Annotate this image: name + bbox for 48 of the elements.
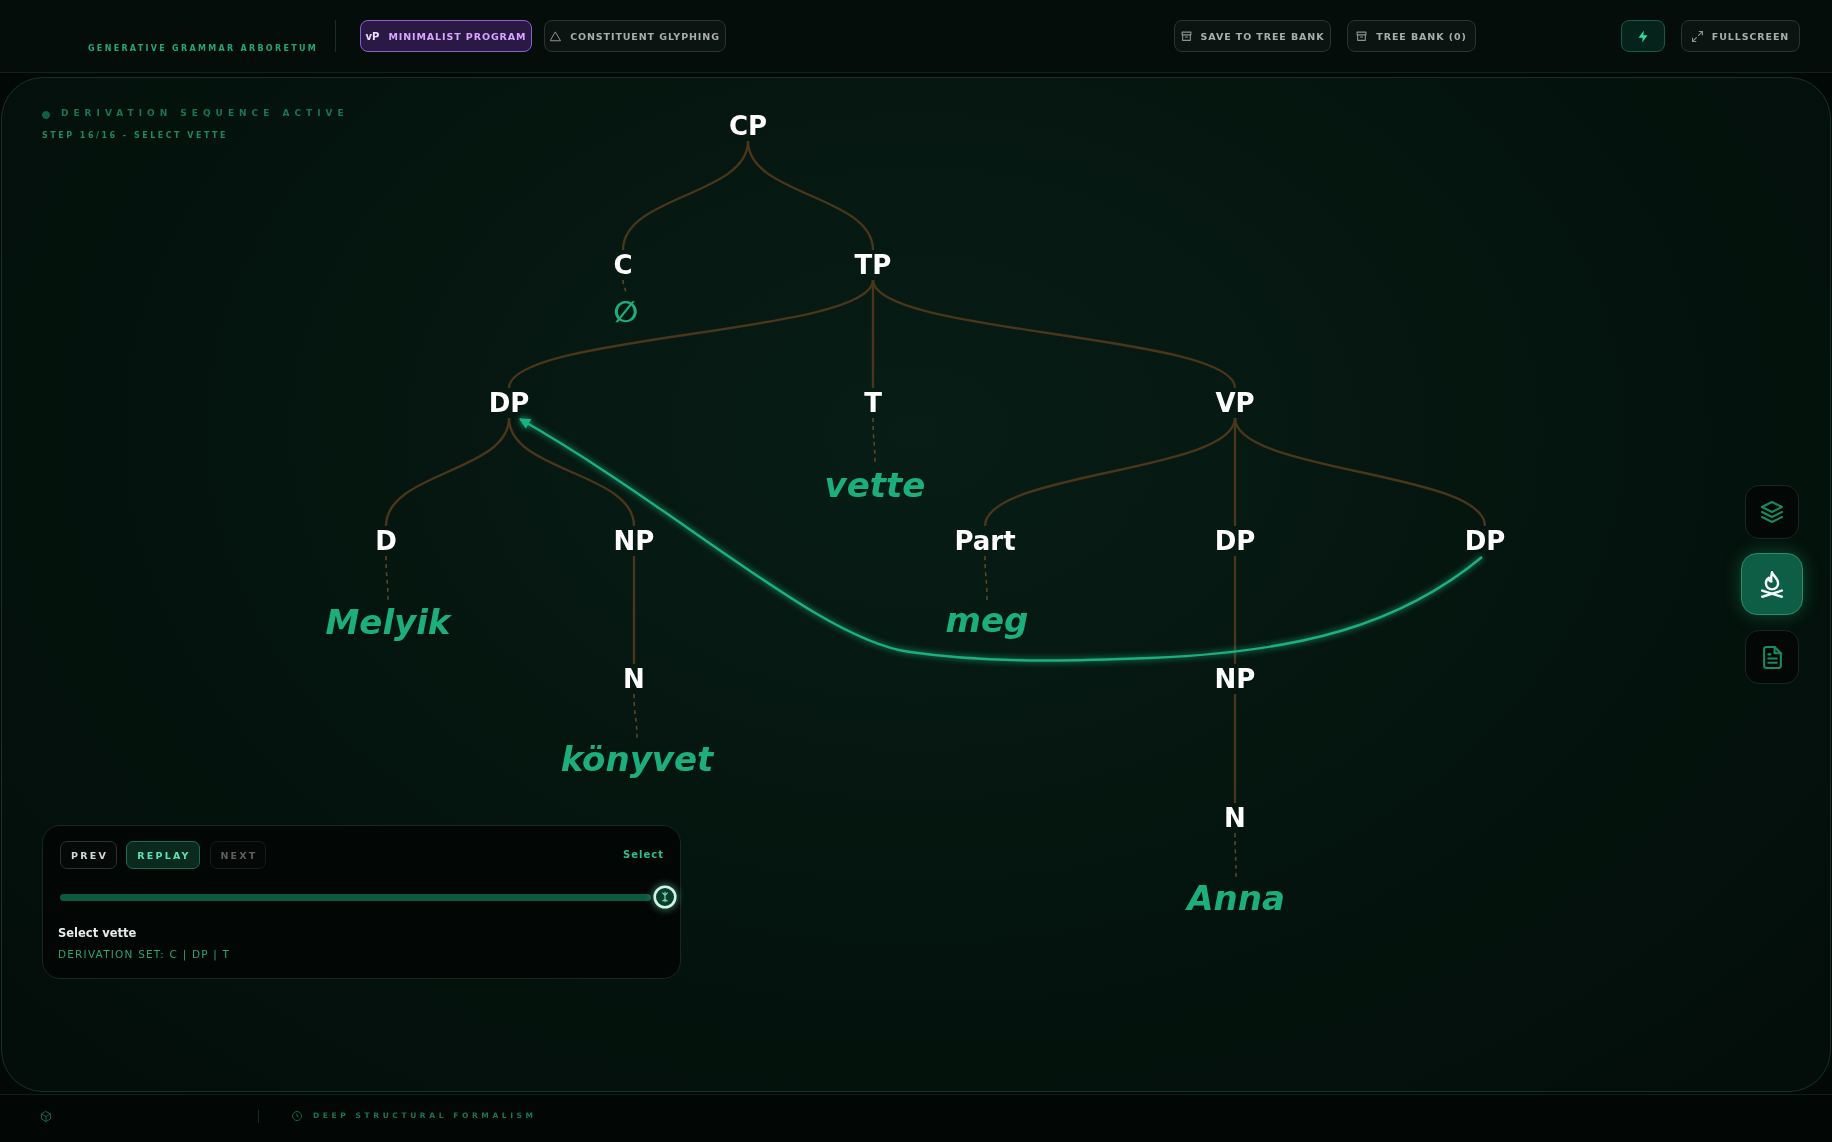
dashed-branch-line	[385, 555, 389, 603]
dashed-branch-line	[1234, 832, 1237, 879]
prev-button: PREV	[60, 841, 117, 869]
step-description: Select vette	[58, 926, 137, 940]
terminal-word: Melyik	[325, 602, 451, 642]
category-label: VP	[1215, 388, 1255, 418]
tree-branch-line	[507, 417, 636, 527]
tree-branch-line	[1233, 694, 1237, 803]
terminal-word: meg	[945, 600, 1029, 640]
category-label: CP	[728, 111, 768, 141]
glyph-mode-button: CONSTITUENT GLYPHING	[544, 20, 726, 52]
terminal-word: könyvet	[560, 739, 714, 779]
tree-branch-line	[871, 279, 1237, 389]
mode-tab-button: vP MINIMALIST PROGRAM	[360, 20, 532, 52]
tree-bank-button: TREE BANK (0)	[1347, 20, 1476, 52]
category-label: T	[864, 388, 882, 418]
step-counter-text: STEP 16/16 - SELECT VETTE	[42, 131, 229, 140]
category-label: NP	[613, 526, 655, 556]
terminal-word: vette	[824, 465, 926, 505]
tree-branch-line	[983, 417, 1237, 527]
next-button: NEXT	[210, 841, 266, 869]
category-label: TP	[854, 250, 892, 280]
dashed-branch-line	[984, 555, 988, 601]
movement-arrow	[519, 417, 1483, 662]
dashed-branch-line	[633, 693, 638, 740]
category-label: DP	[1464, 526, 1506, 556]
category-label: C	[613, 250, 633, 280]
derivation-set-text: DERIVATION SET: C | DP | T	[58, 948, 231, 960]
category-label: Part	[954, 526, 1016, 556]
fullscreen-button: FULLSCREEN	[1681, 20, 1800, 52]
tree-branch-line	[1233, 417, 1487, 527]
empty-category-symbol: ∅	[613, 295, 639, 329]
category-label: N	[623, 664, 645, 694]
category-label: NP	[1214, 664, 1256, 694]
tree-branch-line	[1233, 556, 1237, 664]
save-button: SAVE TO TREE BANK	[1174, 20, 1331, 52]
tree-branch-line	[507, 279, 875, 389]
category-label: D	[375, 526, 397, 556]
replay-button: REPLAY	[126, 841, 200, 869]
status-heading: DERIVATION SEQUENCE ACTIVE	[61, 108, 349, 118]
step-type-label: Select	[623, 849, 664, 860]
tree-branch-line	[746, 140, 875, 251]
tree-branch-line	[632, 556, 636, 664]
category-label: N	[1224, 803, 1246, 833]
terminal-word: Anna	[1187, 878, 1285, 918]
app-subtitle: GENERATIVE GRAMMAR ARBORETUM	[88, 44, 318, 53]
category-label: DP	[1214, 526, 1256, 556]
category-label: DP	[488, 388, 530, 418]
